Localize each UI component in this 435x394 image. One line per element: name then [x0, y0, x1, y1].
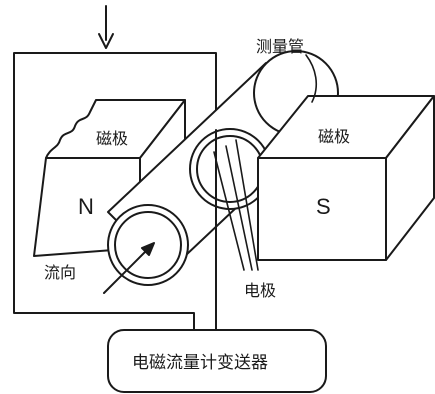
- input-arrow: [98, 5, 114, 49]
- right-magnet: [257, 95, 435, 261]
- electrode-leaders: [213, 139, 259, 271]
- electrode-label: 电极: [244, 281, 276, 300]
- tube-label: 测量管: [256, 37, 304, 56]
- transmitter-label: 电磁流量计变送器: [132, 353, 268, 373]
- electrode-ring-inner: [196, 135, 264, 203]
- right-magnet-side-face: [385, 95, 435, 261]
- left-pole-label: 磁极: [96, 129, 128, 148]
- flow-direction-label: 流向: [44, 263, 76, 282]
- flow-direction-arrow: [103, 242, 155, 294]
- right-pole-label: 磁极: [318, 127, 350, 146]
- transmitter-box: [107, 329, 327, 393]
- south-pole-label: S: [316, 194, 331, 219]
- north-pole-label: N: [78, 194, 94, 219]
- tube-leader: [305, 54, 318, 103]
